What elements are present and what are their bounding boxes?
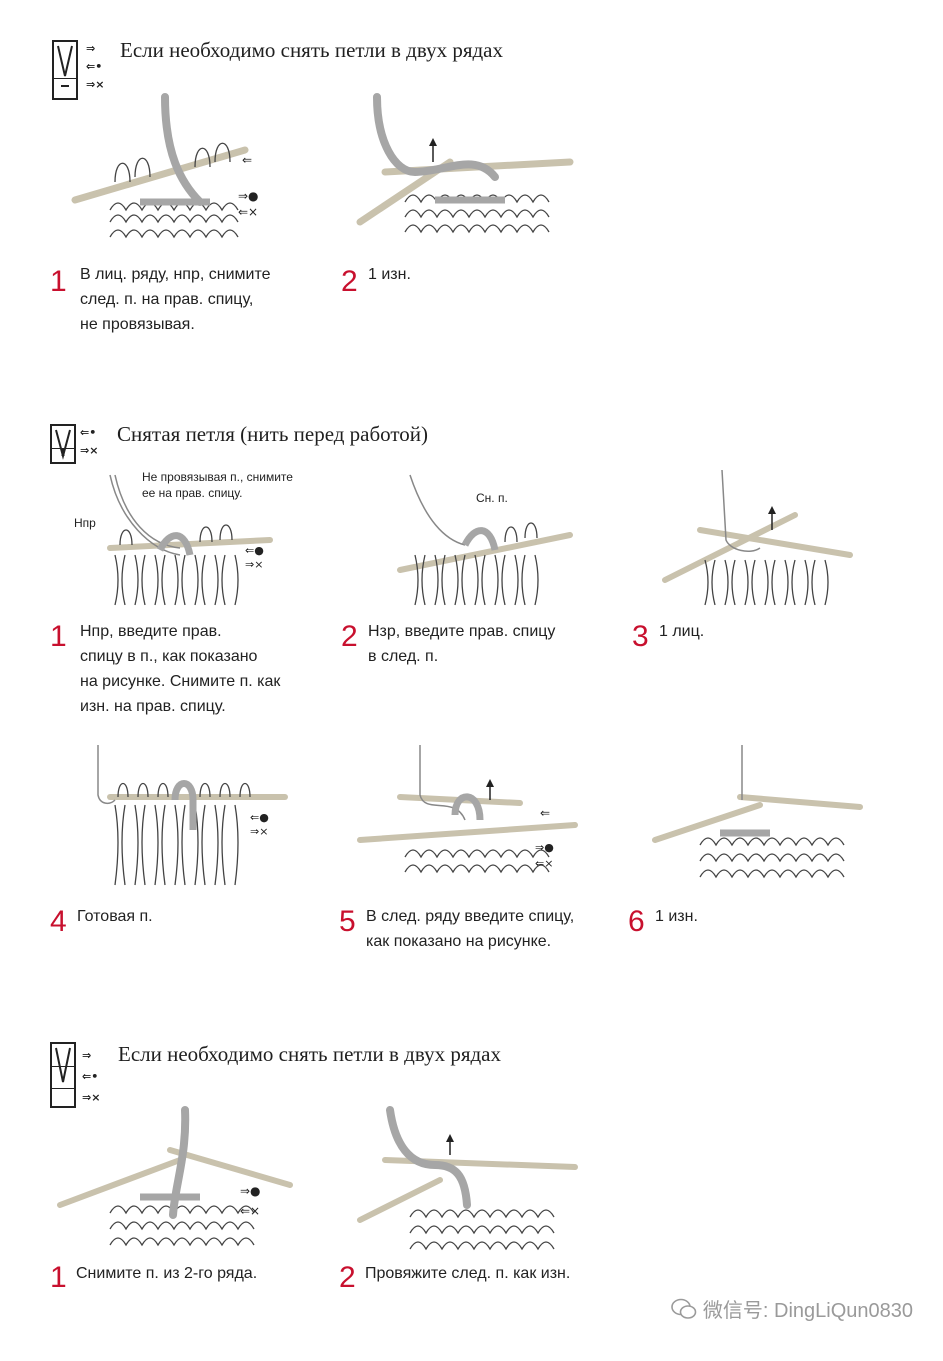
step-number: 6 — [628, 905, 645, 938]
svg-text:⇐●: ⇐● — [250, 811, 269, 824]
step-number: 2 — [339, 1261, 356, 1294]
knitting-illustration: ⇐● ⇒× — [107, 474, 273, 606]
step-number: 2 — [341, 620, 358, 653]
svg-text:⇒×: ⇒× — [245, 558, 263, 571]
svg-text:⇐×: ⇐× — [240, 1204, 260, 1218]
step-text: Готовая п. — [77, 908, 153, 925]
row-direction-marks: ⇒⇐•⇒× — [82, 1049, 101, 1104]
svg-text:⇒×: ⇒× — [250, 825, 268, 838]
step-text: 1 лиц. — [659, 623, 705, 640]
svg-text:⇐●: ⇐● — [245, 544, 264, 557]
section-title: Если необходимо снять петли в двух рядах — [118, 1042, 501, 1066]
slip-symbol-chart — [50, 424, 76, 464]
callout-label: Сн. п. — [476, 491, 508, 505]
section-title: Если необходимо снять петли в двух рядах — [120, 38, 503, 62]
knitting-illustration — [652, 745, 863, 879]
svg-text:⇐×: ⇐× — [238, 205, 258, 219]
knitting-illustration: ⇒● ⇐× — [57, 1106, 293, 1247]
row-direction-marks: ⇐•⇒× — [80, 426, 99, 457]
svg-text:⇒●: ⇒● — [535, 841, 554, 854]
step-text: В лиц. ряду, нпр, снимите след. п. на пр… — [80, 266, 271, 333]
step-number: 1 — [50, 1261, 67, 1294]
slip-symbol-chart — [50, 1042, 76, 1108]
step-text: Провяжите след. п. как изн. — [365, 1265, 571, 1282]
knitting-illustration: ⇐● ⇒× — [97, 745, 288, 886]
section-title: Снятая петля (нить перед работой) — [117, 422, 429, 446]
knitting-illustration — [397, 474, 573, 606]
step-number: 3 — [632, 620, 649, 653]
callout-label: Не провязывая п., снимите ее на прав. сп… — [142, 470, 293, 500]
knitting-illustration: ⇐ ⇒● ⇐× — [71, 93, 259, 239]
callout-label: Нпр — [74, 516, 96, 530]
step-number: 4 — [50, 905, 67, 938]
svg-text:⇐×: ⇐× — [535, 857, 553, 870]
knitting-illustration — [356, 93, 574, 234]
step-text: В след. ряду введите спицу, как показано… — [366, 908, 575, 950]
step-text: Нпр, введите прав. спицу в п., как показ… — [80, 623, 281, 715]
knitting-illustration: ⇐ ⇒● ⇐× — [357, 745, 578, 874]
svg-text:⇒●: ⇒● — [240, 1184, 261, 1198]
step-text: Нзр, введите прав. спицу в след. п. — [368, 623, 556, 665]
step-number: 1 — [50, 620, 67, 653]
svg-text:⇐: ⇐ — [540, 806, 550, 820]
step-number: 5 — [339, 905, 356, 938]
step-text: 1 изн. — [368, 266, 411, 283]
wechat-icon — [671, 1298, 697, 1319]
row-direction-marks: ⇒⇐•⇒× — [86, 42, 105, 91]
step-number: 1 — [50, 265, 67, 298]
step-text: Снимите п. из 2-го ряда. — [76, 1265, 258, 1282]
step-number: 2 — [341, 265, 358, 298]
knitting-illustration — [357, 1106, 578, 1251]
knitting-illustration — [662, 470, 853, 606]
svg-text:⇒●: ⇒● — [238, 189, 259, 203]
wechat-watermark: 微信号: DingLiQun0830 — [671, 1294, 913, 1323]
slip-symbol-chart — [52, 40, 78, 100]
watermark-text: 微信号: DingLiQun0830 — [702, 1300, 913, 1322]
step-text: 1 изн. — [655, 908, 698, 925]
svg-text:⇐: ⇐ — [242, 153, 252, 167]
